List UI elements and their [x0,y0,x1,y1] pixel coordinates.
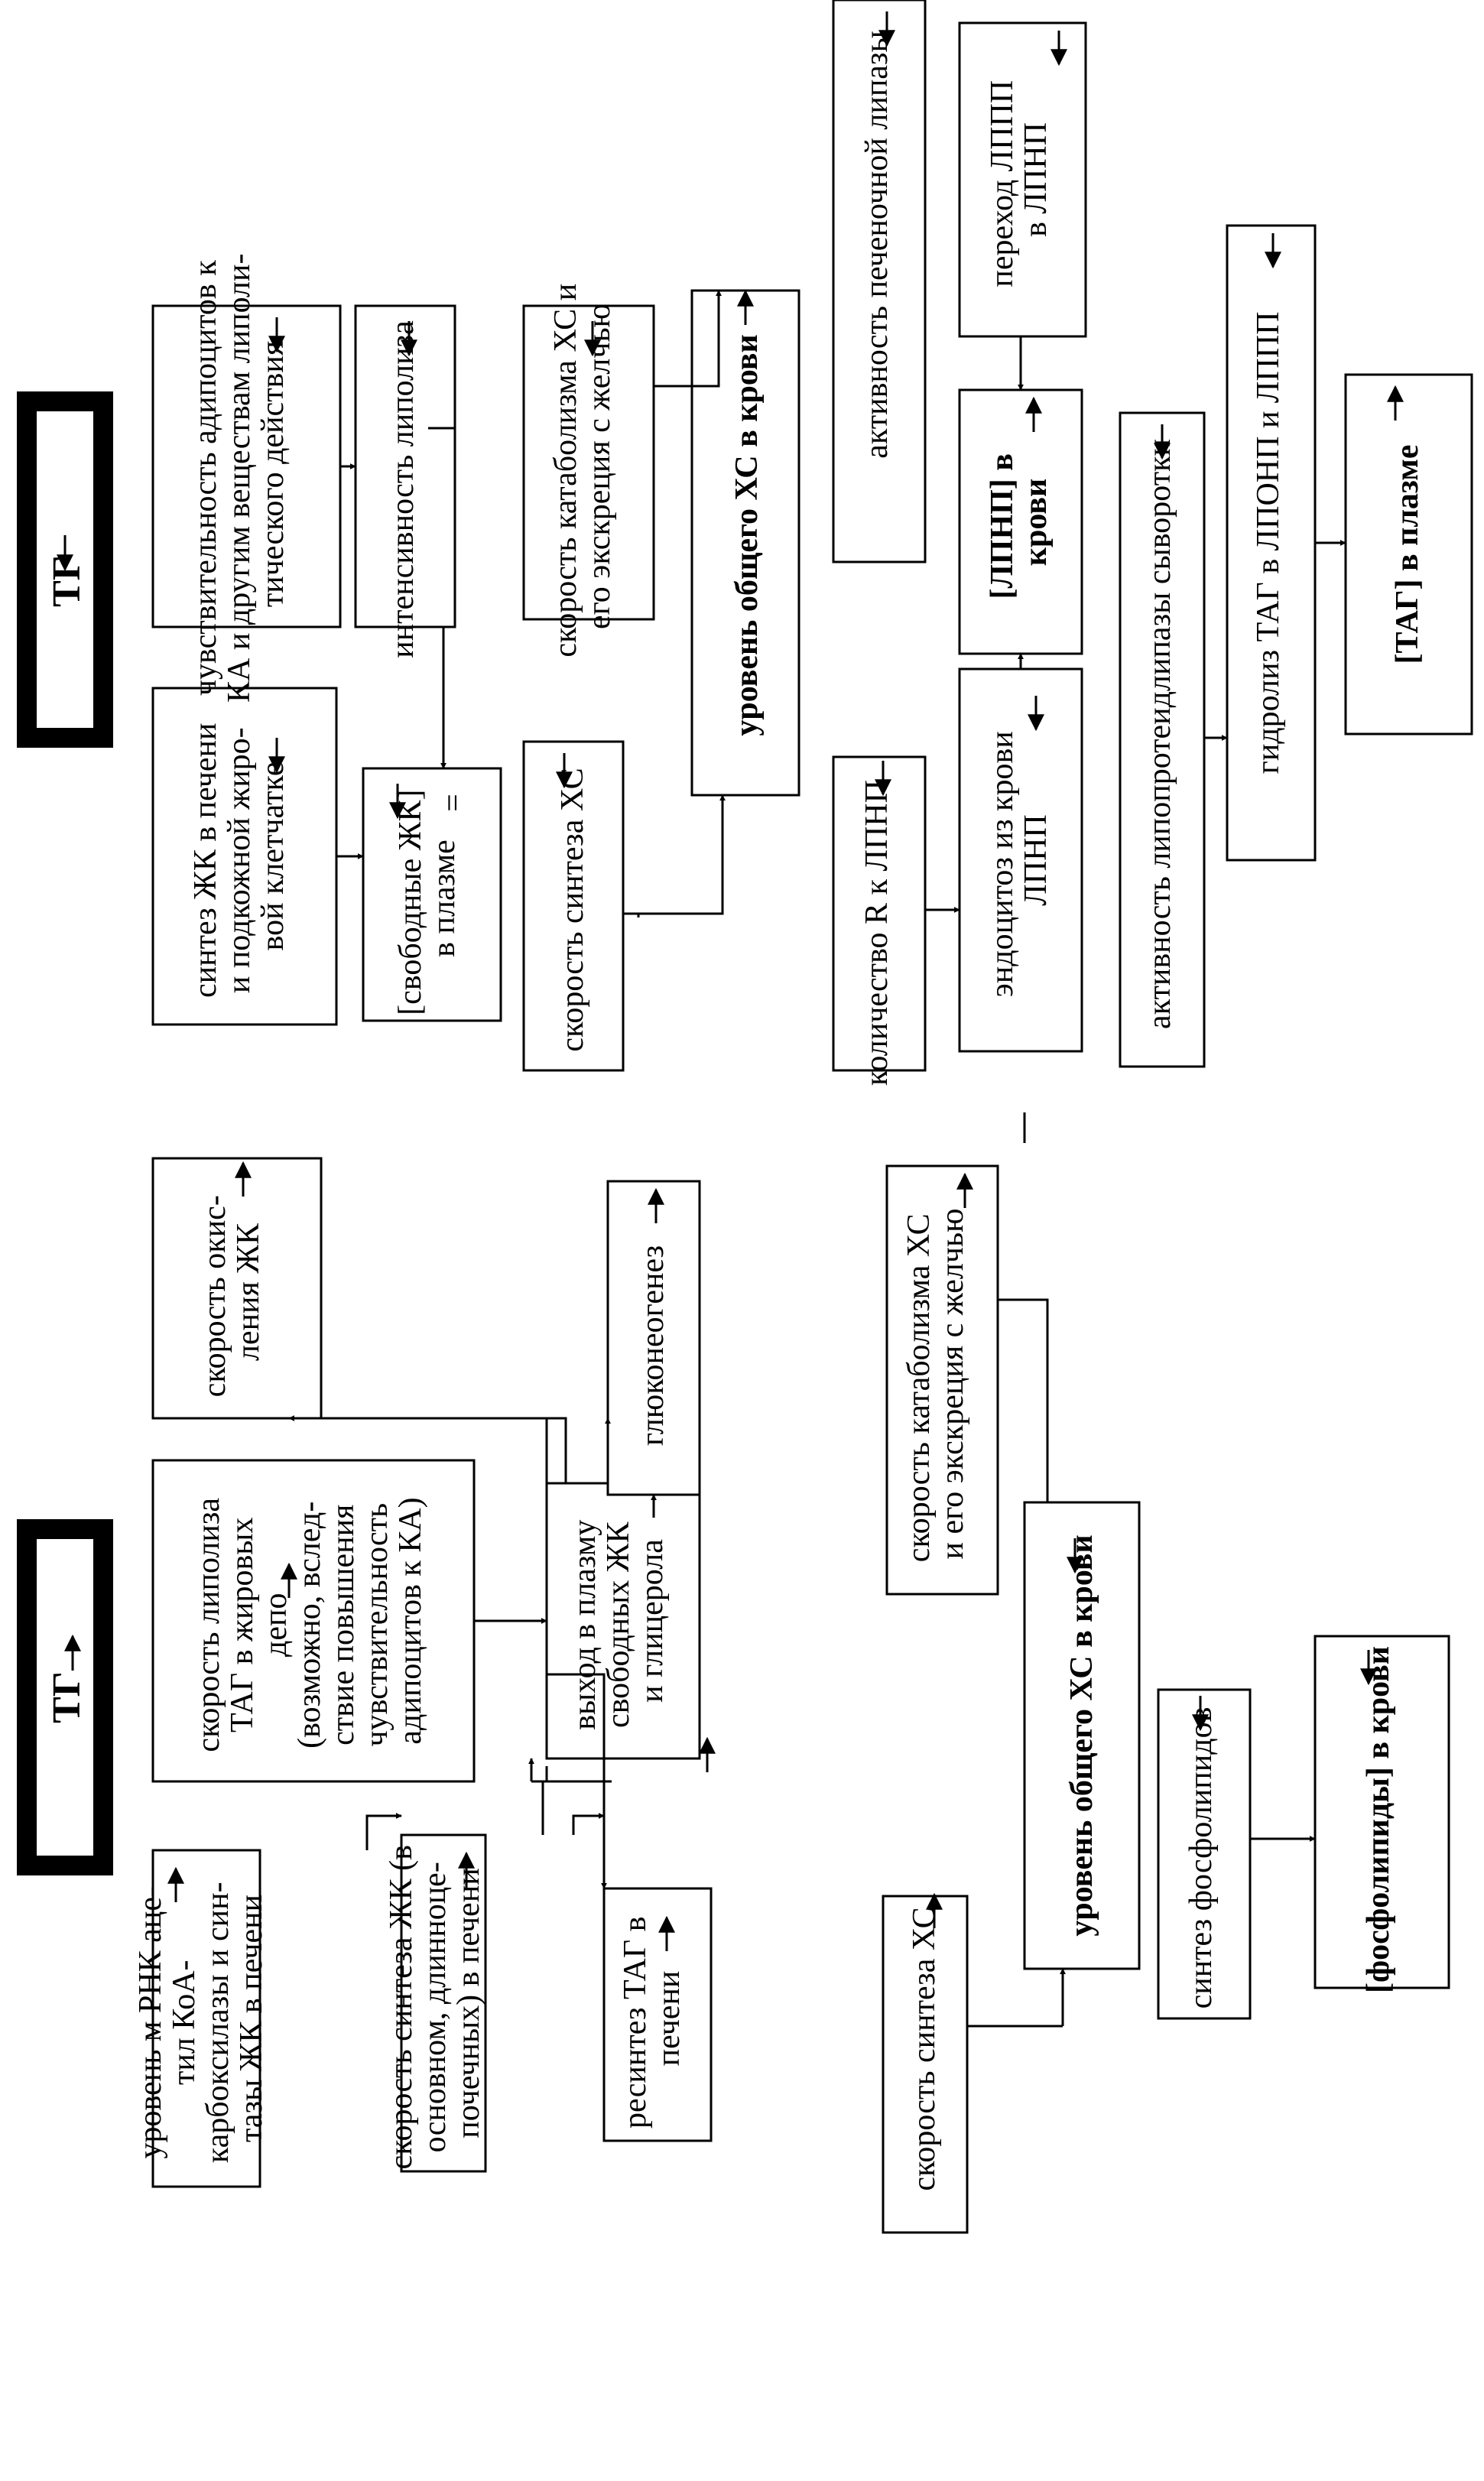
text-pl-synthesis: синтез фосфолипидов [1184,1707,1219,2009]
box-r-count [832,755,927,1072]
text-hydrolysis: гидролиз ТАГ в ЛПОНП и ЛППП [1251,312,1286,775]
box-transition [958,21,1087,338]
box-oxidation [151,1157,323,1420]
text-transition: переход ЛППП в ЛПНП [985,72,1054,287]
text-r-count: количество R к ЛПНП [859,780,895,1086]
text-lipolysis-intensity: интенсивность липолиза [385,320,421,658]
box-mrna [151,1849,261,2188]
box-pl-level [1314,1635,1450,1989]
text-lpl-activity: активность липопротеидлипазы сыворотки [1142,439,1177,1029]
box-chol-synthesis-right [522,740,625,1072]
text-release: выход в плазму свободных ЖК и глицерола [567,1512,670,1730]
free-fa-equals: = [436,794,471,812]
box-chol-synthesis-left [882,1895,969,2234]
title-left: ТГ [45,1671,89,1723]
box-chol-catabolism-left [885,1164,999,1596]
box-lipolysis [151,1459,476,1783]
connectors-right [336,290,1346,917]
title-box-left [17,1519,113,1875]
text-tag: [ТАГ] в плазме [1390,445,1425,664]
box-hepatic-lipase [832,0,927,563]
connectors-left [288,1112,1316,2028]
text-fa-synthesis: скорость синтеза ЖК (в основном, длинноц… [384,1837,486,2170]
box-ldl [958,388,1083,655]
text-endocytosis: эндоцитоз из крови ЛПНП [985,723,1054,998]
box-fa-synthesis-right [151,687,338,1026]
box-pl-synthesis [1157,1688,1252,2020]
text-fa-synthesis-right: синтез ЖК в печени и подкожной жиро- вой… [188,715,291,998]
box-resynthesis [602,1887,713,2142]
box-chol-catabolism-right [522,304,655,621]
text-chol-catabolism-left: скорость катаболизма ХС и его экскреция … [901,1206,970,1562]
text-resynthesis: ресинтез ТАГ в печени [618,1908,687,2129]
box-chol-level-left [1023,1501,1141,1970]
box-hydrolysis [1226,224,1317,862]
title-right: ТГ [45,555,89,607]
text-sensitivity: чувствительность адипоцитов к КА и други… [188,245,291,703]
box-gluconeogenesis [606,1180,701,1496]
text-chol-synthesis-left: скорость синтеза ХС [907,1907,942,2190]
box-lpl-activity [1119,411,1206,1068]
text-hepatic-lipase: активность печеночной липазы [859,31,895,459]
text-mrna: уровень м РНК аце- тил КоА- карбоксилазы… [133,1874,269,2163]
text-oxidation: скорость окис- ления ЖК [197,1187,266,1398]
box-free-fa [362,767,502,1022]
text-gluconeogenesis: глюконеогенез [635,1245,671,1446]
text-chol-level-right: уровень общего ХС в крови [729,334,765,736]
text-chol-catabolism-right: скорость катаболизма ХС и его экскреция … [548,275,617,657]
text-chol-level-left: уровень общего ХС в крови [1064,1534,1099,1936]
text-free-fa: [свободные ЖК] в плазме [393,781,462,1015]
text-lipolysis: скорость липолиза ТАГ в жировых депо (во… [191,1489,428,1752]
box-fa-synthesis [400,1833,487,2173]
box-tag [1344,373,1473,736]
text-chol-synthesis-right: скорость синтеза ХС [555,768,590,1051]
text-pl-level: [фосфолипиды] в крови [1361,1646,1396,1993]
text-ldl: [ЛПНП] в крови [985,446,1054,599]
